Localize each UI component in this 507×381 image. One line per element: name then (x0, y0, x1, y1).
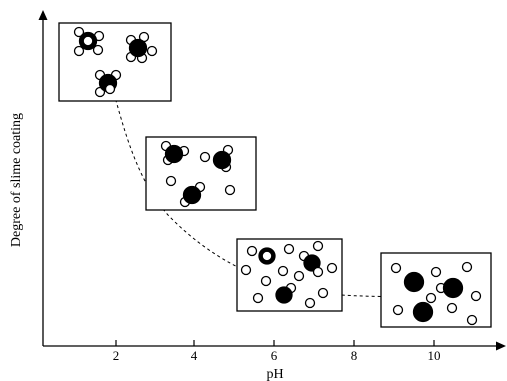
slime-particle (390, 262, 402, 274)
x-axis-arrowhead (496, 341, 506, 351)
slime-particle (446, 302, 458, 314)
slime-particle (83, 36, 93, 46)
x-ticks (115, 340, 435, 346)
x-tick-label: 6 (271, 348, 278, 363)
slime-particle (326, 262, 338, 274)
panel-ph-10 (380, 252, 492, 328)
particle-cluster (94, 69, 122, 98)
slime-particle (317, 287, 329, 299)
x-tick-label: 4 (191, 348, 198, 363)
axes (38, 10, 506, 351)
slime-particle (430, 266, 442, 278)
panel-ph-4 (145, 136, 257, 211)
x-tick-label: 8 (351, 348, 358, 363)
mineral-particle (164, 144, 184, 164)
slime-particle (312, 266, 324, 278)
y-axis-label: Degree of slime coating (9, 113, 24, 247)
slime-particle (260, 275, 272, 287)
mineral-particle (212, 150, 232, 170)
slime-particle (283, 243, 295, 255)
slime-particle (470, 290, 482, 302)
slime-particle (104, 83, 116, 95)
x-axis-label: pH (266, 367, 283, 381)
slime-particle (277, 265, 289, 277)
slime-particle (304, 297, 316, 309)
slime-particle (165, 175, 177, 187)
slime-particle (392, 304, 404, 316)
mineral-particle (412, 301, 434, 323)
slime-particle (461, 261, 473, 273)
slime-particle (199, 151, 211, 163)
slime-particle (240, 264, 252, 276)
panel-ph-7 (236, 238, 343, 312)
slime-particle (146, 45, 158, 57)
slime-particle (246, 245, 258, 257)
particle-cluster (73, 26, 105, 57)
slime-particle (224, 184, 236, 196)
mineral-particle (303, 254, 321, 272)
slime-particle (92, 44, 104, 56)
slime-particle (73, 45, 85, 57)
x-tick-label: 10 (428, 348, 441, 363)
slime-particle (252, 292, 264, 304)
trend-curve (111, 87, 411, 298)
mineral-particle (182, 185, 202, 205)
slime-particle (312, 240, 324, 252)
x-tick-label: 2 (113, 348, 120, 363)
particle-cluster (125, 31, 158, 64)
slime-particle (262, 251, 272, 261)
mineral-particle (403, 271, 425, 293)
panel-ph-low (58, 22, 172, 102)
mineral-particle (442, 277, 464, 299)
mineral-particle (275, 286, 293, 304)
slime-particle (73, 26, 85, 38)
slime-particle (293, 270, 305, 282)
mineral-particle (128, 38, 148, 58)
y-axis-arrowhead (38, 10, 48, 20)
slime-particle (425, 292, 437, 304)
slime-particle (466, 314, 478, 326)
